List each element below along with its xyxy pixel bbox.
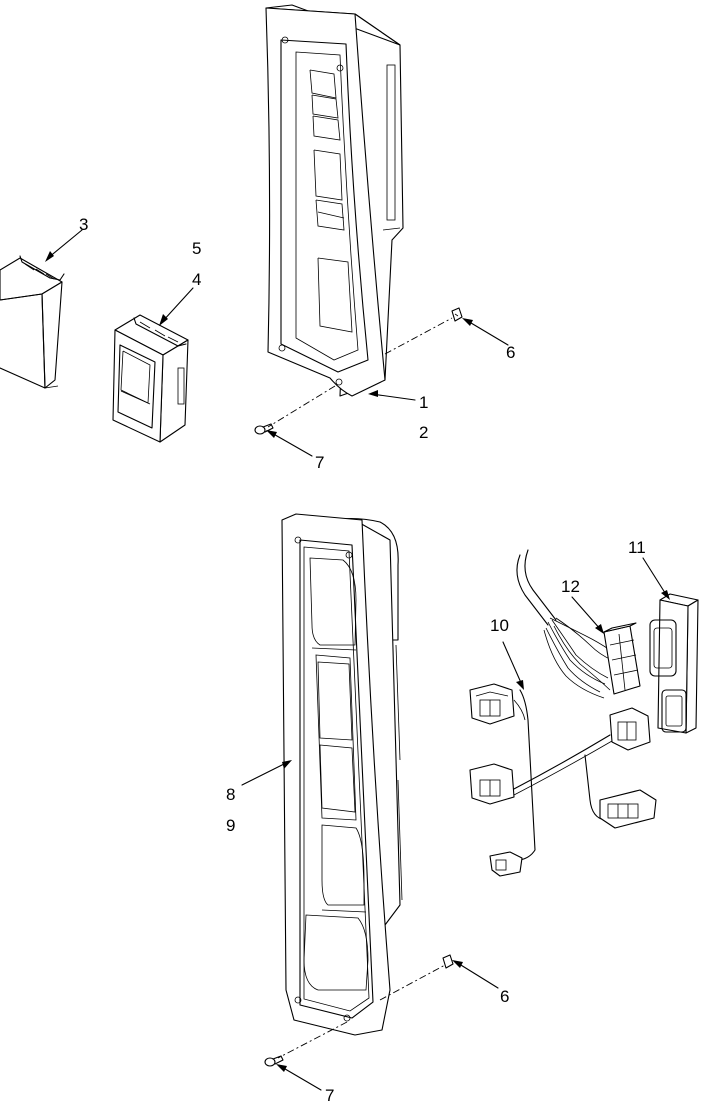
leader-dash-lower-right xyxy=(379,964,446,1001)
callout-10: 10 xyxy=(490,616,509,635)
part-10-harness xyxy=(469,683,657,877)
callout-2: 2 xyxy=(419,423,428,442)
part-7-screw-lower xyxy=(264,1055,284,1067)
part-7-screw-upper xyxy=(254,423,274,435)
callout-9: 9 xyxy=(226,816,235,835)
part-12-ribbon-harness xyxy=(516,549,641,699)
part-6-clip-lower xyxy=(442,954,454,969)
leader-lines xyxy=(45,229,670,1091)
part-6-clip-upper xyxy=(451,307,463,322)
callout-12: 12 xyxy=(561,577,580,596)
callout-6-upper: 6 xyxy=(506,343,515,362)
part-11-connector-housing xyxy=(649,593,699,734)
callout-4: 4 xyxy=(192,270,201,289)
part-1-upper-panel xyxy=(265,4,404,397)
callout-7-upper: 7 xyxy=(315,453,324,472)
callout-6-lower: 6 xyxy=(500,987,509,1006)
part-4-module xyxy=(112,314,189,443)
callout-3: 3 xyxy=(79,215,88,234)
callout-7-lower: 7 xyxy=(325,1086,334,1105)
part-8-lower-panel xyxy=(281,513,403,1036)
part-3-bracket xyxy=(0,255,65,389)
leader-dash-lower-left xyxy=(277,1021,348,1059)
leader-dash-upper-left xyxy=(267,385,336,428)
callout-11: 11 xyxy=(628,538,646,557)
callout-8: 8 xyxy=(226,785,235,804)
callout-5: 5 xyxy=(192,239,201,258)
leader-dash-upper-right xyxy=(384,317,453,355)
callout-1: 1 xyxy=(419,393,428,412)
